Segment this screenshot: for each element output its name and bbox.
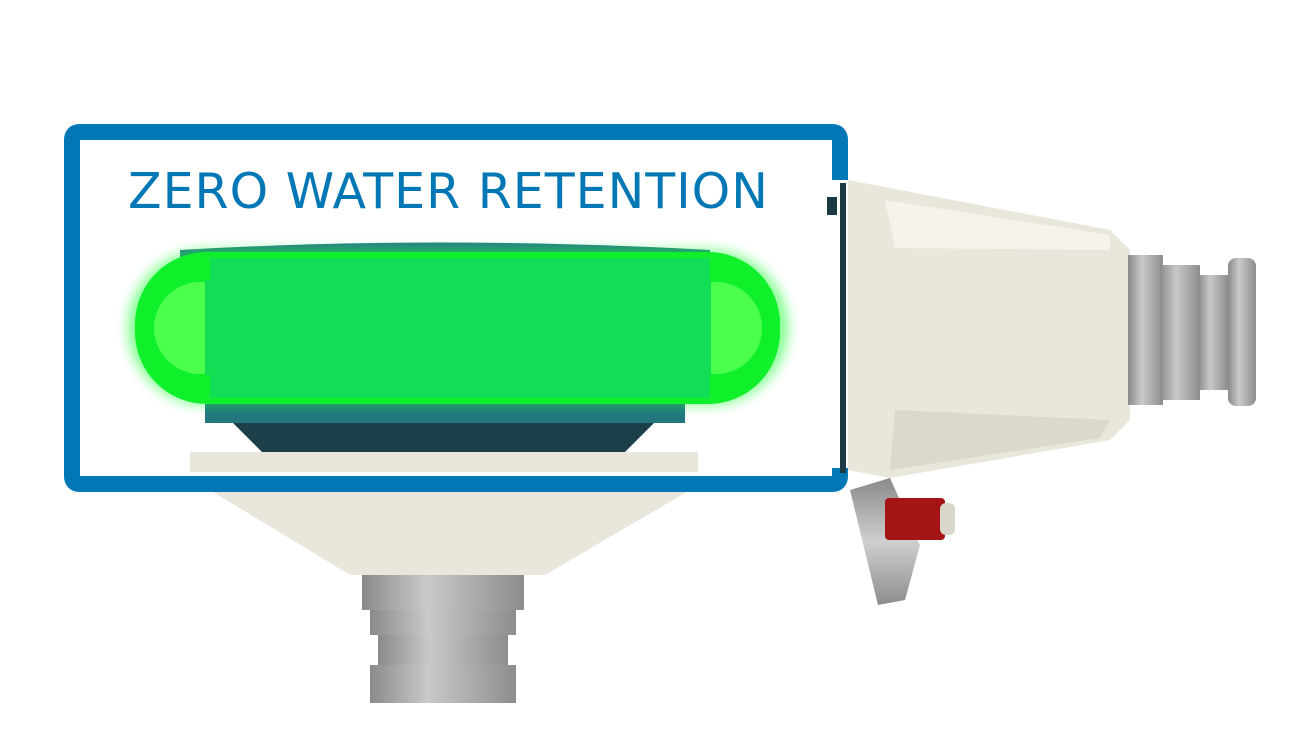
bottom-camlock-fitting	[210, 490, 690, 703]
housing-edge	[840, 183, 846, 473]
side-housing	[848, 180, 1256, 478]
tray-rim	[205, 403, 685, 423]
drain-valve	[850, 478, 955, 605]
glowing-water-chamber	[128, 250, 788, 405]
tray	[232, 422, 655, 452]
base-plate	[190, 452, 698, 472]
highlight-frame	[64, 124, 848, 492]
headline: ZERO WATER RETENTION	[128, 163, 769, 220]
